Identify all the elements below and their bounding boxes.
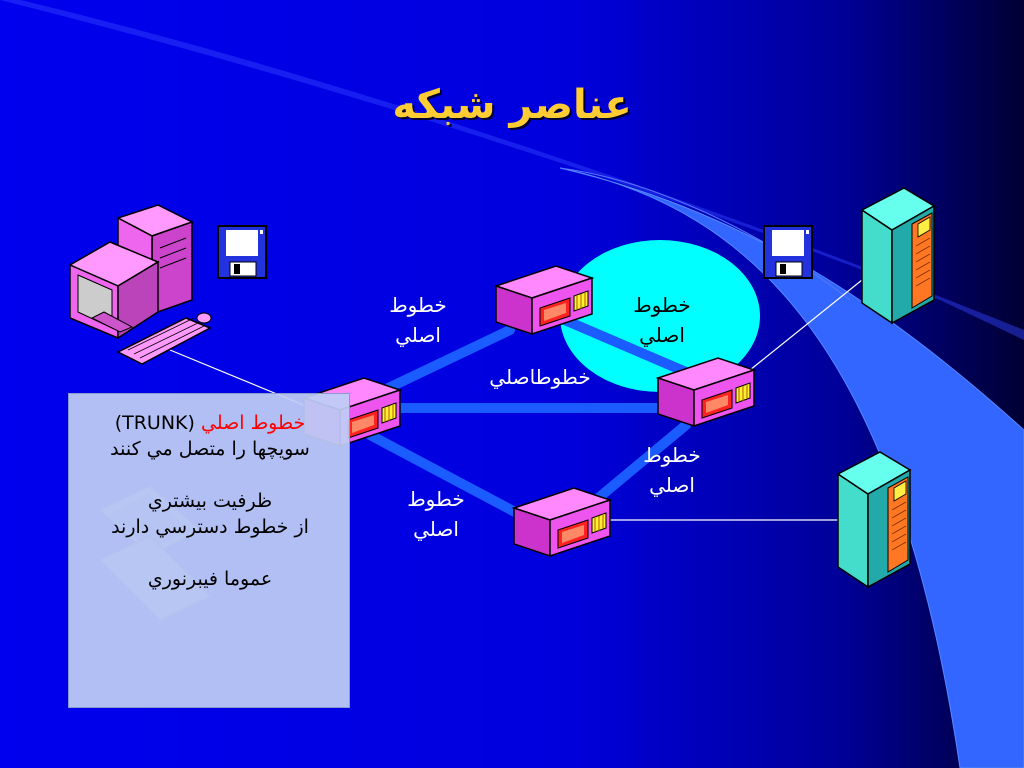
trunk-label-line: خطوط [643, 443, 701, 467]
trunk-label-line: خطوط [389, 293, 447, 317]
server-tower-icon [837, 451, 911, 588]
trunk-label-line: خطوط [633, 293, 691, 317]
trunk-label-middle: خطوطاصلي [489, 365, 591, 389]
trunk-label-line: خطوط [407, 487, 465, 511]
info-text: خطوط اصلي (TRUNK) سويچها را متصل مي كنند… [69, 410, 351, 592]
slide-title: عناصر شبكه [392, 82, 632, 128]
desktop-computer-icon [68, 204, 212, 365]
info-line: سويچها را متصل مي كنند [110, 438, 310, 460]
trunk-label-top-right: خطوط اصلي [626, 290, 698, 350]
trunk-links [365, 313, 705, 525]
trunk-label-line: اصلي [649, 473, 695, 497]
info-line: عموما فيبرنوري [147, 568, 273, 590]
trunk-label-right: خطوط اصلي [636, 440, 708, 500]
trunk-label-line: اصلي [639, 323, 685, 347]
floppy-disk-icon [763, 225, 813, 279]
info-highlight: خطوط اصلي [200, 412, 306, 434]
trunk-label-bottom-left: خطوط اصلي [400, 484, 472, 544]
server-tower-icon [861, 187, 935, 324]
trunk-label-line: اصلي [413, 517, 459, 541]
trunk-label-top-left: خطوط اصلي [382, 290, 454, 350]
info-trunk-term: (TRUNK) [114, 412, 195, 434]
floppy-disk-icon [217, 225, 267, 279]
info-line: ظرفيت بيشتري [147, 490, 273, 512]
info-box: خطوط اصلي (TRUNK) سويچها را متصل مي كنند… [68, 393, 350, 708]
info-line-trunk: خطوط اصلي (TRUNK) [69, 410, 351, 436]
trunk-label-line: اصلي [395, 323, 441, 347]
network-cloud [560, 240, 760, 392]
info-line: از خطوط دسترسي دارند [111, 516, 309, 538]
